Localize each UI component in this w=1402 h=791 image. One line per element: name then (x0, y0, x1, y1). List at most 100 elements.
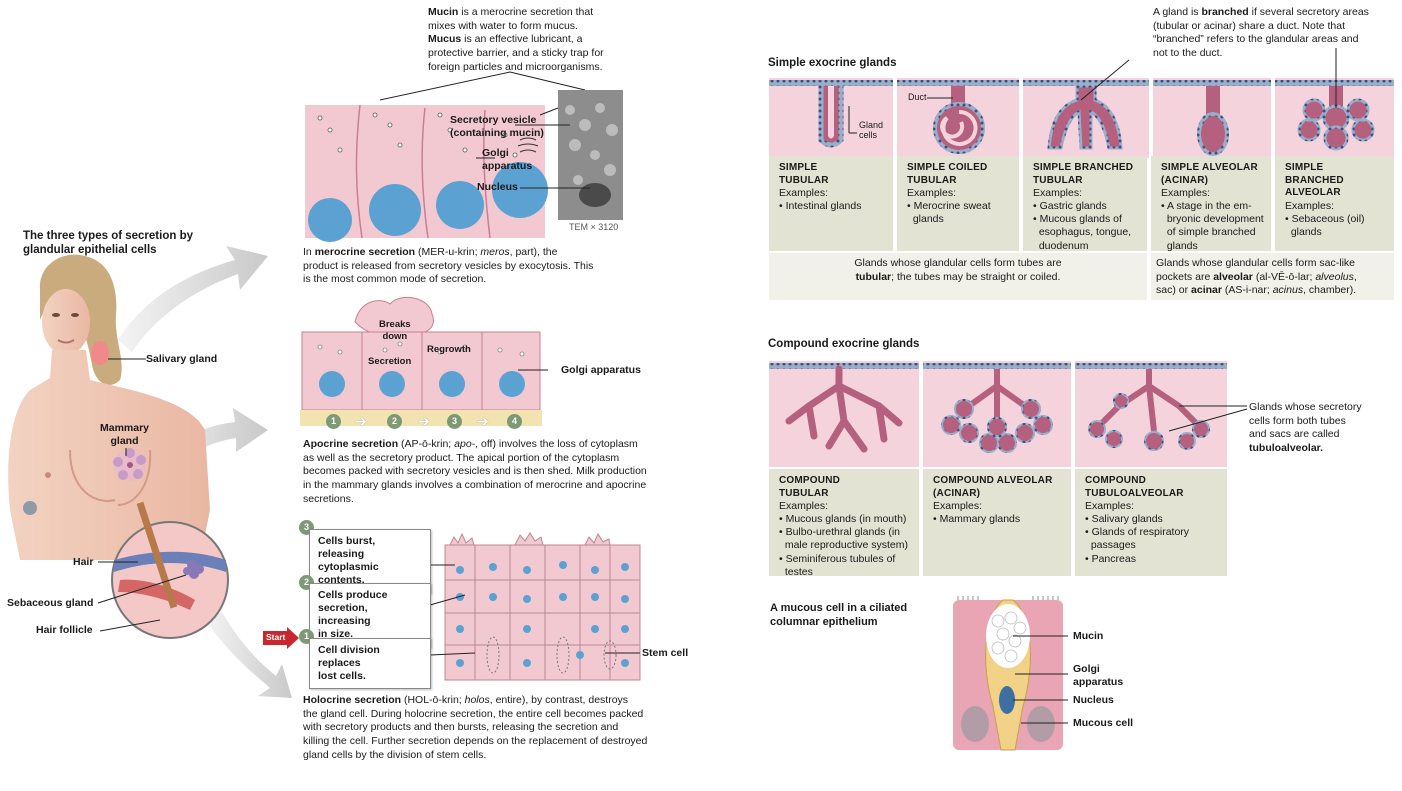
example-item: esophagus, tongue, (1033, 226, 1132, 239)
examples-label: Examples: (907, 187, 957, 199)
mucous-cell-title: A mucous cell in a ciliated columnar epi… (770, 602, 908, 628)
duct-label: Duct (908, 92, 927, 102)
golgi-label-merocrine: Golgi apparatus (482, 147, 533, 173)
example-item: testes (779, 565, 813, 578)
holocrine-step2-box: Cells produce secretion, increasing in s… (309, 583, 431, 648)
simple-alveolar-gland (1153, 78, 1271, 158)
branched-note: A gland is branched if several secretory… (1153, 6, 1369, 59)
secretion-label: Secretion (368, 356, 412, 367)
compound-tubuloalveolar-gland (1075, 361, 1227, 467)
example-item: • Salivary glands (1085, 513, 1163, 526)
mucin-description: Mucin is a merocrine secretion that mixe… (428, 6, 604, 73)
example-item: glands (1285, 225, 1322, 238)
start-arrow: Start (263, 627, 299, 649)
example-item: • Sebaceous (oil) (1285, 212, 1365, 225)
alveolar-note: Glands whose glandular cells form sac-li… (1151, 253, 1394, 300)
compound-glands-diagrams (769, 361, 1248, 467)
tubuloalveolar-note: Glands whose secretory cells form both t… (1249, 401, 1362, 454)
holocrine-step1-box: Cell division replaces lost cells. (309, 638, 431, 690)
merocrine-diagram (305, 71, 623, 242)
tem-magnification: TEM × 3120 (569, 222, 619, 232)
simple-glands-heading: Simple exocrine glands (768, 57, 897, 69)
examples-label: Examples: (1161, 187, 1211, 199)
simple-coiled-tubular-gland (897, 78, 1019, 158)
examples-label: Examples: (933, 500, 983, 512)
example-item: • Mammary glands (933, 513, 1021, 526)
tubular-note: Glands whose glandular cells form tubes … (769, 253, 1147, 300)
example-item: passages (1085, 539, 1136, 552)
merocrine-pointer-arrow (118, 246, 268, 352)
apocrine-diagram (300, 296, 548, 426)
compound-tubular-gland (769, 361, 919, 467)
secretory-vesicle-label: Secretory vesicle (containing mucin) (450, 114, 544, 140)
golgi-label-mucous: Golgi apparatus (1073, 663, 1124, 689)
gland-type-heading: SIMPLE ALVEOLAR(ACINAR) (1161, 162, 1258, 186)
mucous-cell-label: Mucous cell (1073, 717, 1134, 729)
gland-cells-label: Gland cells (859, 120, 884, 140)
example-item: glands (1161, 239, 1198, 252)
simple-branched-tubular-gland (1023, 78, 1149, 158)
example-item: • Mucous glands of (1033, 213, 1122, 226)
merocrine-caption: In merocrine secretion (MER-u-krin; mero… (303, 246, 594, 286)
example-item: duodenum (1033, 239, 1089, 252)
compound-glands-heading: Compound exocrine glands (768, 338, 920, 350)
apocrine-step-2: 2 (387, 414, 402, 429)
stem-cell-label: Stem cell (642, 647, 689, 659)
example-item: male reproductive system) (779, 539, 908, 552)
secretion-types-title: The three types of secretion by glandula… (23, 230, 193, 257)
hair-label: Hair (73, 556, 94, 568)
examples-label: Examples: (779, 187, 829, 199)
mucin-label: Mucin (1073, 630, 1104, 642)
mammary-gland-label: Mammary gland (100, 422, 150, 448)
example-item: of simple branched (1161, 226, 1256, 239)
apocrine-step-1: 1 (326, 414, 341, 429)
example-item: • Pancreas (1085, 552, 1136, 565)
example-item: • Gastric glands (1033, 200, 1107, 213)
sebaceous-gland-label: Sebaceous gland (7, 597, 94, 609)
salivary-gland-label: Salivary gland (146, 353, 218, 365)
golgi-label-apocrine: Golgi apparatus (561, 364, 641, 376)
breaks-down-label: Breaks down (379, 319, 411, 342)
example-item: • A stage in the em- (1161, 200, 1252, 213)
apocrine-step-3: 3 (447, 414, 462, 429)
apocrine-caption: Apocrine secretion (AP-ō-krin; apo-, off… (303, 438, 647, 505)
simple-col-4: SIMPLE ALVEOLAR(ACINAR)Examples:• A stag… (1151, 156, 1271, 252)
hair-follicle-label: Hair follicle (36, 624, 93, 636)
apocrine-step-4: 4 (507, 414, 522, 429)
examples-label: Examples: (779, 500, 829, 512)
simple-glands-diagrams (769, 48, 1394, 158)
compound-alveolar-gland (923, 361, 1071, 467)
example-item: • Bulbo-urethral glands (in (779, 526, 900, 539)
holocrine-pointer-arrow (205, 612, 292, 698)
step-arrow-icon: ➔ (355, 413, 367, 429)
example-item: • Merocrine sweat (907, 200, 991, 213)
step-arrow-icon: ➔ (477, 413, 489, 429)
example-item: bryonic development (1161, 213, 1264, 226)
gland-type-heading: COMPOUND ALVEOLAR(ACINAR) (933, 475, 1053, 499)
holocrine-diagram (429, 532, 641, 681)
simple-tubular-gland (769, 78, 893, 158)
example-item: • Glands of respiratory (1085, 526, 1190, 539)
example-item: • Intestinal glands (779, 200, 862, 213)
mucous-cell-diagram (953, 596, 1068, 751)
examples-label: Examples: (1085, 500, 1135, 512)
mammary-gland-diagram (113, 448, 146, 481)
holocrine-caption: Holocrine secretion (HOL-ō-krin; holos, … (303, 694, 648, 761)
example-item: • Mucous glands (in mouth) (779, 513, 907, 526)
holocrine-step3-box: Cells burst, releasing cytoplasmic conte… (309, 529, 431, 594)
compound-col-2: COMPOUND ALVEOLAR(ACINAR)Examples:• Mamm… (923, 469, 1071, 576)
nucleus-label-mucous: Nucleus (1073, 694, 1114, 706)
step-arrow-icon: ➔ (418, 413, 430, 429)
